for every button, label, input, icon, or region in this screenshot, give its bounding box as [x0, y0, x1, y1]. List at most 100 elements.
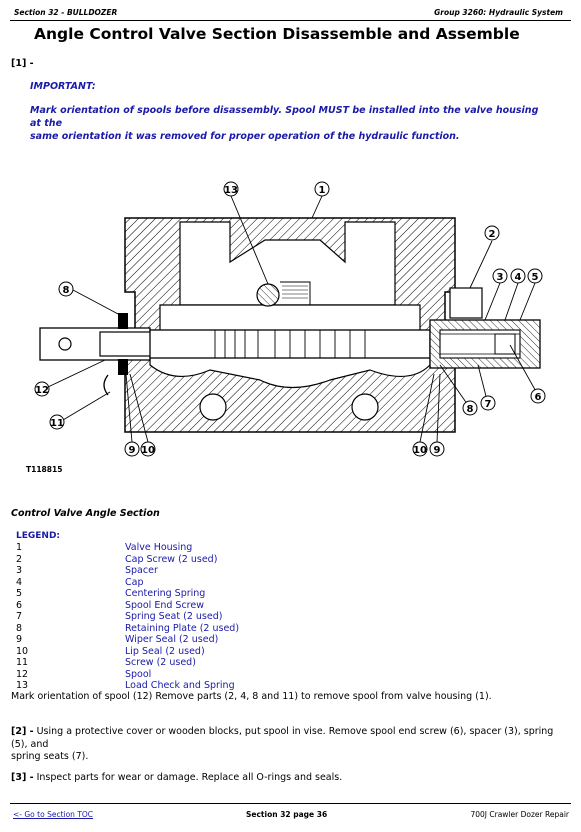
- legend-item: 8 Retaining Plate (2 used): [16, 623, 316, 635]
- callout-1: 1: [314, 181, 330, 197]
- legend-item-number: 4: [16, 576, 23, 588]
- callout-8-right: 8: [462, 400, 478, 416]
- callout-12: 12: [34, 381, 50, 397]
- svg-text:7: 7: [485, 399, 492, 410]
- legend-item-number: 10: [16, 645, 29, 657]
- legend-item-label: Lip Seal (2 used): [125, 645, 205, 657]
- callout-6: 6: [530, 388, 546, 404]
- legend-item-number: 2: [16, 553, 23, 565]
- legend-item-label: Spool: [125, 668, 152, 680]
- legend-item: 10 Lip Seal (2 used): [16, 646, 316, 658]
- legend-item-number: 6: [16, 599, 23, 611]
- step-1-text: Mark orientation of spool (12) Remove pa…: [11, 691, 492, 702]
- important-note-line-2: same orientation it was removed for prop…: [30, 131, 460, 142]
- svg-text:8: 8: [63, 285, 70, 296]
- svg-text:12: 12: [35, 385, 49, 396]
- load-check: [256, 283, 280, 307]
- important-label: IMPORTANT:: [30, 81, 96, 92]
- step-3: [3] - Inspect parts for wear or damage. …: [11, 772, 342, 785]
- legend-item-number: 11: [16, 657, 29, 668]
- header-rule: [10, 20, 571, 21]
- legend-item: 9 Wiper Seal (2 used): [16, 634, 316, 646]
- legend-title: LEGEND:: [16, 531, 61, 541]
- legend-item-number: 12: [16, 668, 29, 680]
- step-2: [2] - Using a protective cover or wooden…: [11, 726, 571, 764]
- page-title: Angle Control Valve Section Disassemble …: [34, 25, 520, 43]
- svg-text:2: 2: [489, 229, 496, 240]
- legend-item-number: 7: [16, 611, 23, 622]
- step-3-text: Inspect parts for wear or damage. Replac…: [36, 772, 343, 783]
- legend-item-label: Retaining Plate (2 used): [125, 622, 240, 634]
- svg-text:13: 13: [224, 185, 238, 196]
- lower-port-left: [199, 393, 227, 421]
- legend-item-number: 5: [16, 588, 23, 599]
- callout-10-right: 10: [412, 441, 428, 457]
- svg-text:4: 4: [515, 272, 522, 283]
- legend-item-label: Screw (2 used): [125, 657, 196, 668]
- svg-text:10: 10: [413, 445, 427, 456]
- footer-page-number: Section 32 page 36: [246, 810, 328, 819]
- legend-item: 1 Valve Housing: [16, 542, 316, 554]
- legend-item-number: 13: [16, 680, 29, 691]
- svg-text:6: 6: [535, 392, 542, 403]
- callout-9-right: 9: [429, 441, 445, 457]
- cap-screw: [449, 287, 483, 319]
- svg-text:1: 1: [319, 185, 326, 196]
- legend-item-label: Cap: [125, 576, 144, 588]
- callout-13: 13: [223, 181, 239, 197]
- callout-5: 5: [527, 268, 543, 284]
- callout-3: 3: [492, 268, 508, 284]
- footer-manual-title: 700J Crawler Dozer Repair: [470, 810, 569, 819]
- legend-item: 6 Spool End Screw: [16, 600, 316, 612]
- retaining-plate-left: [118, 313, 128, 329]
- legend-item-label: Load Check and Spring: [125, 680, 235, 691]
- legend-item: 13 Load Check and Spring: [16, 680, 316, 692]
- footer-rule: [10, 803, 571, 804]
- svg-text:3: 3: [497, 272, 504, 283]
- svg-text:9: 9: [434, 445, 441, 456]
- important-note: Mark orientation of spools before disass…: [30, 104, 550, 143]
- callout-9-left: 9: [124, 441, 140, 457]
- spool-bore: [159, 304, 421, 333]
- legend-item-label: Spring Seat (2 used): [125, 611, 223, 622]
- step-3-label: [3] -: [11, 772, 34, 783]
- figure-caption: Control Valve Angle Section: [11, 508, 160, 519]
- header-section: Section 32 - BULLDOZER: [14, 8, 118, 17]
- legend-item: 7 Spring Seat (2 used): [16, 611, 316, 623]
- legend-item-label: Spool End Screw: [125, 599, 204, 611]
- upper-passage: [179, 221, 396, 306]
- svg-text:9: 9: [129, 445, 136, 456]
- legend-item-label: Wiper Seal (2 used): [125, 634, 219, 645]
- legend-item-number: 1: [16, 542, 23, 553]
- legend-item-label: Spacer: [125, 565, 158, 576]
- svg-text:11: 11: [50, 418, 64, 429]
- callout-7: 7: [480, 395, 496, 411]
- section-toc-link[interactable]: <- Go to Section TOC: [13, 810, 94, 819]
- legend-item: 12 Spool: [16, 669, 316, 681]
- callout-2: 2: [484, 225, 500, 241]
- step-1-label: [1] -: [11, 58, 34, 69]
- figure-id: T118815: [26, 465, 63, 474]
- legend-item-number: 9: [16, 634, 23, 645]
- step-2-text-2: spring seats (7).: [11, 751, 89, 762]
- lower-port-right: [351, 393, 379, 421]
- svg-text:8: 8: [467, 404, 474, 415]
- legend-item-label: Centering Spring: [125, 588, 206, 599]
- svg-text:10: 10: [141, 445, 155, 456]
- callout-10-left: 10: [140, 441, 156, 457]
- important-note-line-1: Mark orientation of spools before disass…: [30, 105, 539, 129]
- callout-4: 4: [510, 268, 526, 284]
- legend-item: 5 Centering Spring: [16, 588, 316, 600]
- step-2-text-1: Using a protective cover or wooden block…: [11, 726, 554, 750]
- legend-item: 4 Cap: [16, 577, 316, 589]
- legend-item: 2 Cap Screw (2 used): [16, 554, 316, 566]
- svg-text:5: 5: [532, 272, 539, 283]
- legend-item-label: Cap Screw (2 used): [125, 553, 218, 565]
- callout-11: 11: [49, 414, 65, 430]
- valve-section-diagram: 13 1 2 3 4 5 8 12 11 6 7 8 9 10 10 9: [34, 181, 546, 457]
- legend-item: 11 Screw (2 used): [16, 657, 316, 669]
- legend-item-label: Valve Housing: [125, 542, 193, 553]
- legend-item-number: 8: [16, 622, 23, 634]
- callout-8-left: 8: [58, 281, 74, 297]
